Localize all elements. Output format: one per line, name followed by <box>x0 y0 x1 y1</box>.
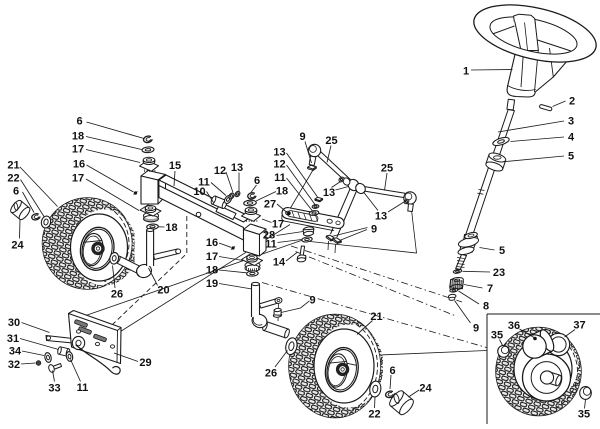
svg-text:4: 4 <box>568 131 575 143</box>
svg-text:13: 13 <box>231 162 243 174</box>
svg-text:18: 18 <box>165 222 177 234</box>
svg-text:18: 18 <box>276 185 288 197</box>
svg-text:7: 7 <box>487 283 493 295</box>
svg-text:1: 1 <box>463 65 469 77</box>
svg-text:27: 27 <box>264 198 276 210</box>
svg-text:29: 29 <box>139 357 151 369</box>
svg-text:26: 26 <box>265 367 277 379</box>
svg-text:34: 34 <box>9 345 22 357</box>
svg-text:16: 16 <box>73 158 85 170</box>
svg-text:30: 30 <box>8 317 20 329</box>
svg-text:11: 11 <box>274 172 286 184</box>
svg-text:31: 31 <box>7 333 19 345</box>
svg-text:5: 5 <box>568 150 574 162</box>
svg-text:21: 21 <box>7 159 19 171</box>
svg-text:8: 8 <box>483 300 489 312</box>
svg-text:22: 22 <box>368 408 380 420</box>
svg-text:6: 6 <box>13 185 19 197</box>
svg-text:11: 11 <box>265 238 277 250</box>
svg-text:36: 36 <box>508 320 520 332</box>
svg-text:37: 37 <box>573 319 585 331</box>
svg-text:18: 18 <box>206 264 218 276</box>
svg-text:33: 33 <box>48 382 60 394</box>
svg-text:32: 32 <box>8 359 20 371</box>
svg-text:6: 6 <box>389 365 395 377</box>
svg-text:26: 26 <box>111 288 123 300</box>
svg-text:19: 19 <box>206 278 218 290</box>
svg-text:17: 17 <box>72 172 84 184</box>
svg-text:9: 9 <box>473 322 479 334</box>
svg-text:21: 21 <box>370 311 382 323</box>
svg-text:13: 13 <box>323 187 335 199</box>
svg-text:23: 23 <box>493 267 505 279</box>
svg-text:2: 2 <box>569 95 575 107</box>
svg-text:17: 17 <box>206 251 218 263</box>
svg-text:25: 25 <box>381 162 393 174</box>
svg-text:3: 3 <box>568 115 574 127</box>
svg-text:13: 13 <box>375 210 387 222</box>
svg-text:13: 13 <box>273 146 285 158</box>
svg-text:20: 20 <box>157 284 169 296</box>
svg-text:12: 12 <box>214 165 226 177</box>
svg-text:24: 24 <box>11 239 24 251</box>
svg-text:9: 9 <box>371 223 377 235</box>
svg-text:9: 9 <box>299 131 305 143</box>
svg-text:16: 16 <box>206 237 218 249</box>
svg-text:14: 14 <box>273 256 286 268</box>
svg-text:6: 6 <box>76 115 82 127</box>
svg-text:25: 25 <box>325 135 337 147</box>
svg-text:22: 22 <box>7 172 19 184</box>
svg-text:6: 6 <box>254 175 260 187</box>
svg-text:35: 35 <box>491 329 503 341</box>
svg-text:11: 11 <box>77 382 89 394</box>
svg-text:35: 35 <box>578 408 590 420</box>
svg-text:15: 15 <box>169 160 181 172</box>
svg-text:12: 12 <box>273 158 285 170</box>
svg-text:18: 18 <box>72 130 84 142</box>
svg-text:24: 24 <box>419 382 432 394</box>
svg-text:9: 9 <box>309 294 315 306</box>
svg-text:17: 17 <box>72 143 84 155</box>
svg-text:11: 11 <box>198 176 210 188</box>
svg-text:5: 5 <box>499 245 505 257</box>
